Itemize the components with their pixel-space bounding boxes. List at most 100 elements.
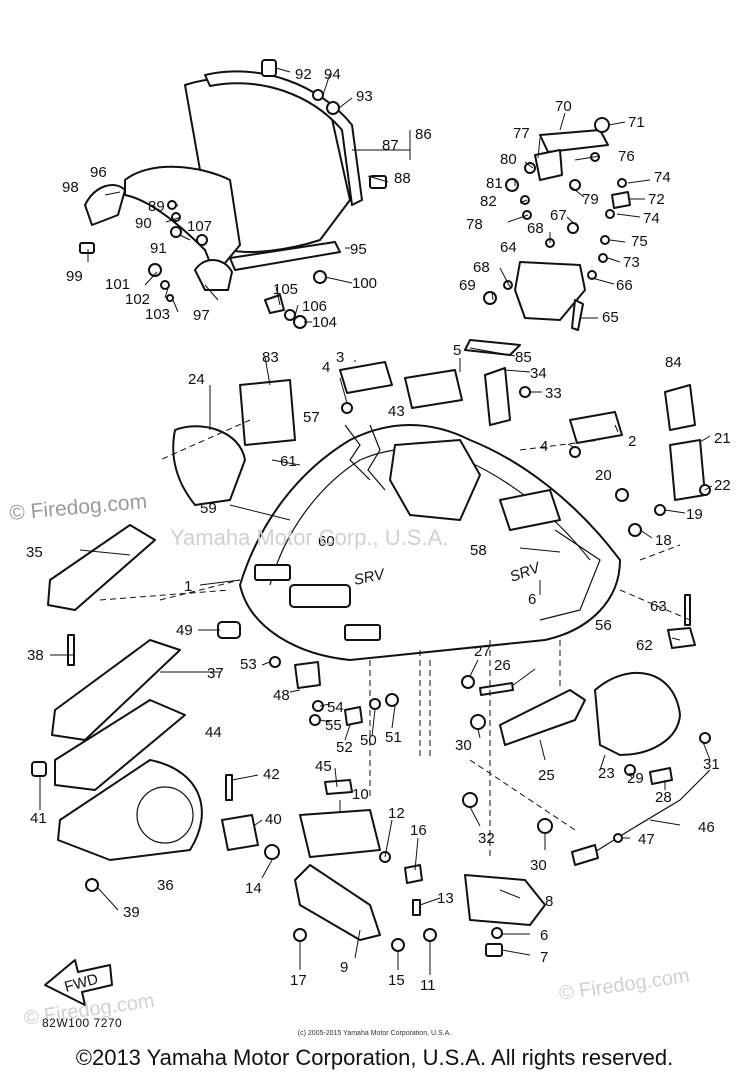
washer-73: [598, 253, 608, 263]
callout-46: 46: [698, 819, 715, 836]
washer-82: [520, 195, 530, 205]
hood-brand-text: SRV: [352, 566, 387, 589]
callout-94: 94: [324, 66, 341, 83]
callout-65: 65: [602, 309, 619, 326]
washer-102: [160, 280, 170, 290]
clip-99: [79, 242, 95, 254]
callout-18: 18: [655, 532, 672, 549]
callout-73: 73: [623, 254, 640, 271]
washer-66: [587, 270, 597, 280]
callout-53: 53: [240, 656, 257, 673]
callout-62: 62: [636, 637, 653, 654]
callout-77: 77: [513, 125, 530, 142]
bolt-39: [85, 878, 99, 892]
callout-98: 98: [62, 179, 79, 196]
clip-49: [217, 621, 241, 639]
callout-35: 35: [26, 544, 43, 561]
callout-74: 74: [654, 169, 671, 186]
hood-opening-43: [389, 439, 481, 521]
windshield-lower-strip: [229, 241, 341, 271]
callout-6b: 6: [540, 927, 548, 944]
block-7: [485, 943, 503, 957]
bolt-13: [412, 899, 421, 916]
callout-74b: 74: [643, 210, 660, 227]
hood-vent-60: [289, 584, 351, 608]
callout-85: 85: [515, 349, 532, 366]
cable-46: [589, 769, 711, 856]
bolt-26: [479, 682, 514, 696]
nut-94: [312, 89, 324, 101]
callout-68b: 68: [473, 259, 490, 276]
callout-63: 63: [650, 598, 667, 615]
bolt-53: [269, 656, 281, 668]
callout-31: 31: [703, 756, 720, 773]
pin-63: [684, 594, 691, 626]
nut-15: [391, 938, 405, 952]
grille-left: [254, 564, 291, 581]
callout-19: 19: [686, 506, 703, 523]
callout-90: 90: [135, 215, 152, 232]
clip-72: [611, 191, 631, 209]
callout-37: 37: [207, 665, 224, 682]
washer-100: [313, 270, 327, 284]
vent-3: [339, 361, 393, 394]
washer-4b: [569, 446, 581, 458]
callout-106: 106: [302, 298, 327, 315]
duct-37: [51, 639, 181, 741]
nut-81: [505, 178, 519, 192]
decal-61: [367, 424, 386, 491]
callout-86: 86: [415, 126, 432, 143]
clip-41: [31, 761, 47, 777]
callout-91: 91: [150, 240, 167, 257]
callout-58: 58: [470, 542, 487, 559]
bracket-48: [294, 661, 321, 689]
callout-22: 22: [714, 477, 731, 494]
callout-76: 76: [618, 148, 635, 165]
panel-35: [47, 524, 156, 611]
callout-40: 40: [265, 811, 282, 828]
washer-74b: [605, 209, 615, 219]
cover-36-opening: [136, 786, 194, 844]
callout-2: 2: [628, 433, 636, 450]
callout-104: 104: [312, 314, 337, 331]
callout-70: 70: [555, 98, 572, 115]
callout-103: 103: [145, 306, 170, 323]
callout-95: 95: [350, 241, 367, 258]
callout-42: 42: [263, 766, 280, 783]
mount-plate-70: [539, 129, 609, 153]
callout-49: 49: [176, 622, 193, 639]
vent-2: [569, 411, 623, 444]
nut-17: [293, 928, 307, 942]
callout-81: 81: [486, 175, 503, 192]
callout-67: 67: [550, 207, 567, 224]
callout-80: 80: [500, 151, 517, 168]
grommet-27: [461, 675, 475, 689]
callout-17: 17: [290, 972, 307, 989]
washer-103: [166, 294, 174, 302]
washer-54: [312, 700, 324, 712]
box-8: [464, 874, 546, 926]
callout-13: 13: [437, 890, 454, 907]
callout-10: 10: [352, 786, 369, 803]
washer-89: [167, 200, 177, 210]
callout-8: 8: [545, 893, 553, 910]
callout-4: 4: [322, 359, 330, 376]
callout-24: 24: [188, 371, 205, 388]
callout-102: 102: [125, 291, 150, 308]
frame-83: [239, 379, 296, 446]
callout-20: 20: [595, 467, 612, 484]
nut-33: [519, 386, 531, 398]
callout-92: 92: [295, 66, 312, 83]
washer-106: [284, 309, 296, 321]
cable-46-end: [571, 844, 599, 866]
callout-1: 1: [184, 578, 192, 595]
callout-39: 39: [123, 904, 140, 921]
washer-74a: [617, 178, 627, 188]
block-88: [369, 175, 387, 189]
callout-27: 27: [474, 643, 491, 660]
callout-54: 54: [327, 699, 344, 716]
callout-57: 57: [303, 409, 320, 426]
watermark-center: Yamaha Motor Corp., U.S.A.: [170, 525, 448, 550]
callout-97: 97: [193, 307, 210, 324]
callout-69: 69: [459, 277, 476, 294]
